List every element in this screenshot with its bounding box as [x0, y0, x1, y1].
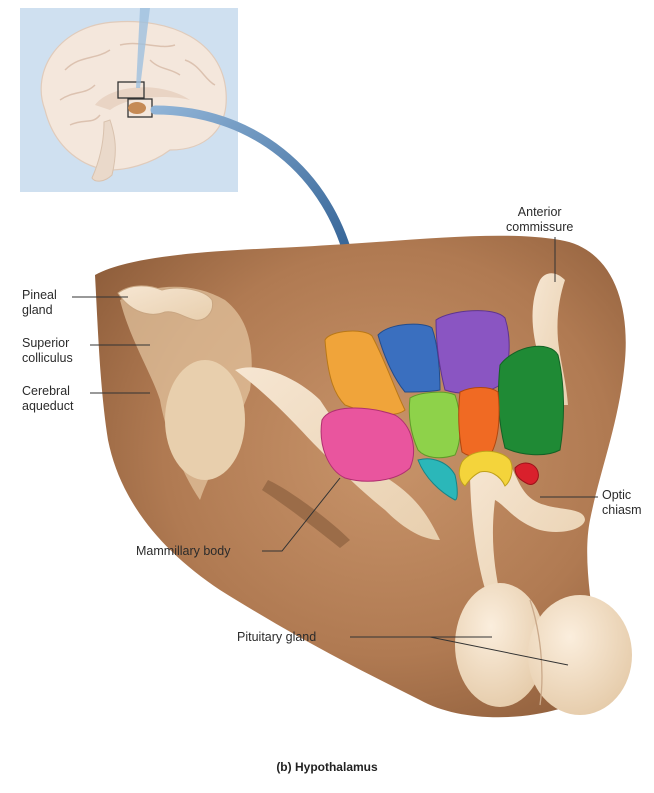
- nucleus-light-green: [409, 392, 460, 458]
- label-pineal-gland: Pineal gland: [22, 288, 57, 318]
- nucleus-purple: [436, 311, 509, 394]
- brain-inset: [20, 8, 238, 192]
- caption-title: Hypothalamus: [295, 760, 378, 774]
- label-anterior-commissure: Anterior commissure: [506, 205, 573, 235]
- label-anterior-line1: Anterior: [506, 205, 573, 220]
- label-superior-colliculus: Superior colliculus: [22, 336, 73, 366]
- label-mammillary-body: Mammillary body: [136, 544, 230, 559]
- label-pineal-line2: gland: [22, 303, 57, 318]
- caption-panel: (b): [276, 760, 291, 774]
- label-aqueduct-line2: aqueduct: [22, 399, 73, 414]
- nucleus-pink: [321, 408, 413, 481]
- label-aqueduct-line1: Cerebral: [22, 384, 73, 399]
- label-optic-chiasm: Optic chiasm: [602, 488, 642, 518]
- figure-caption: (b) Hypothalamus: [0, 760, 654, 774]
- label-pituitary-gland: Pituitary gland: [237, 630, 316, 645]
- label-cerebral-aqueduct: Cerebral aqueduct: [22, 384, 73, 414]
- label-superior-line1: Superior: [22, 336, 73, 351]
- label-superior-line2: colliculus: [22, 351, 73, 366]
- label-optic-line1: Optic: [602, 488, 642, 503]
- nucleus-dark-green: [498, 346, 563, 454]
- inset-hypothalamus: [128, 102, 146, 114]
- label-pineal-line1: Pineal: [22, 288, 57, 303]
- nucleus-red-orange: [459, 388, 499, 457]
- pituitary-posterior-lobe: [528, 595, 632, 715]
- label-optic-line2: chiasm: [602, 503, 642, 518]
- label-anterior-line2: commissure: [506, 220, 573, 235]
- pale-nucleus: [165, 360, 245, 480]
